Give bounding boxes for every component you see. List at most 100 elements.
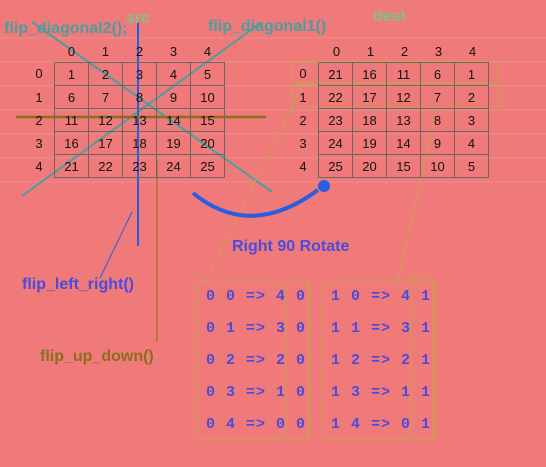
- rotate-label: Right 90 Rotate: [232, 238, 350, 255]
- src-label: src: [126, 10, 151, 27]
- dest-col-header: 4: [468, 44, 477, 59]
- dest-row-header: 0: [299, 66, 307, 81]
- dest-cell: 21: [318, 62, 353, 86]
- src-cell: 11: [54, 108, 89, 132]
- dest-cell: 25: [318, 154, 353, 178]
- flip-diagonal1-label: flip_diagonal1(): [208, 18, 327, 35]
- mapping-col-highlight-left: [285, 281, 309, 440]
- dest-col-header: 3: [434, 44, 443, 59]
- dest-cell: 18: [352, 108, 387, 132]
- dest-col-header: 1: [366, 44, 375, 59]
- dest-cell: 5: [454, 154, 489, 178]
- rotate-arrow-curve: [191, 188, 320, 218]
- mapping-left-item: 0 3 => 1 0: [206, 384, 307, 401]
- src-row-header: 0: [35, 66, 43, 81]
- src-cell: 15: [190, 108, 225, 132]
- dest-cell: 22: [318, 85, 353, 109]
- mapping-left-item: 0 4 => 0 0: [206, 416, 307, 433]
- dest-cell: 16: [352, 62, 387, 86]
- table-row: 16 17 18 19 20: [54, 131, 225, 155]
- src-cell: 6: [54, 85, 89, 109]
- src-cell: 4: [156, 62, 191, 86]
- dest-row-header: 2: [299, 113, 307, 128]
- mapping-box-left: [196, 281, 311, 440]
- dest-label: dest: [373, 8, 406, 25]
- dest-cell: 4: [454, 131, 489, 155]
- src-cell: 7: [88, 85, 123, 109]
- src-cell: 9: [156, 85, 191, 109]
- dest-cell: 8: [420, 108, 455, 132]
- flip-diagonal2-label: flip_diagonal2();: [4, 20, 128, 37]
- src-cell: 16: [54, 131, 89, 155]
- dest-row-header: 3: [299, 136, 307, 151]
- dest-cell: 11: [386, 62, 421, 86]
- src-cell: 10: [190, 85, 225, 109]
- src-cell: 14: [156, 108, 191, 132]
- mapping-right-item: 1 0 => 4 1: [331, 288, 432, 305]
- table-row: 23 18 13 8 3: [318, 108, 489, 132]
- src-row-header: 2: [35, 113, 43, 128]
- dest-cell: 12: [386, 85, 421, 109]
- table-row: 21 16 11 6 1: [318, 62, 489, 86]
- left-right-pointer-line: [99, 211, 133, 279]
- src-cell: 12: [88, 108, 123, 132]
- dest-cell: 2: [454, 85, 489, 109]
- src-row-header: 4: [35, 159, 43, 174]
- src-cell: 22: [88, 154, 123, 178]
- connector-left: [204, 84, 304, 283]
- table-row: 6 7 8 9 10: [54, 85, 225, 109]
- src-cell: 25: [190, 154, 225, 178]
- table-row: 22 17 12 7 2: [318, 85, 489, 109]
- mapping-left-item: 0 0 => 4 0: [206, 288, 307, 305]
- dest-cell: 3: [454, 108, 489, 132]
- flip-left-right-label: flip_left_right(): [22, 276, 134, 293]
- src-col-header: 4: [203, 44, 212, 59]
- dest-cell: 19: [352, 131, 387, 155]
- dest-cell: 14: [386, 131, 421, 155]
- mapping-right-item: 1 2 => 2 1: [331, 352, 432, 369]
- flip-up-down-label: flip_up_down(): [40, 348, 154, 365]
- rotate-arrow-head: [318, 180, 330, 192]
- dest-row-header: 1: [299, 90, 307, 105]
- src-col-header: 1: [101, 44, 110, 59]
- src-row-header: 1: [35, 90, 43, 105]
- src-cell: 1: [54, 62, 89, 86]
- mapping-left-item: 0 1 => 3 0: [206, 320, 307, 337]
- dest-cell: 24: [318, 131, 353, 155]
- src-row-header: 3: [35, 136, 43, 151]
- dest-cell: 7: [420, 85, 455, 109]
- table-row: 1 2 3 4 5: [54, 62, 225, 86]
- src-cell: 19: [156, 131, 191, 155]
- src-cell: 5: [190, 62, 225, 86]
- src-cell: 17: [88, 131, 123, 155]
- src-col-header: 3: [169, 44, 178, 59]
- mapping-col-highlight-right: [410, 275, 434, 440]
- dest-cell: 23: [318, 108, 353, 132]
- table-row: 25 20 15 10 5: [318, 154, 489, 178]
- src-cell: 3: [122, 62, 157, 86]
- src-col-header: 2: [135, 44, 144, 59]
- dest-cell: 6: [420, 62, 455, 86]
- src-col-header: 0: [67, 44, 76, 59]
- src-cell: 18: [122, 131, 157, 155]
- dest-grid: 21 16 11 6 1 22 17 12 7 2 23 18 13 8 3 2…: [318, 62, 489, 178]
- dest-cell: 17: [352, 85, 387, 109]
- mapping-right-item: 1 4 => 0 1: [331, 416, 432, 433]
- dest-cell: 1: [454, 62, 489, 86]
- src-grid: 1 2 3 4 5 6 7 8 9 10 11 12 13 14 15 16 1…: [54, 62, 225, 178]
- dest-col-header: 2: [400, 44, 409, 59]
- table-row: 21 22 23 24 25: [54, 154, 225, 178]
- table-row: 11 12 13 14 15: [54, 108, 225, 132]
- table-row: 24 19 14 9 4: [318, 131, 489, 155]
- mapping-right-item: 1 3 => 1 1: [331, 384, 432, 401]
- src-cell: 8: [122, 85, 157, 109]
- src-cell: 24: [156, 154, 191, 178]
- dest-cell: 15: [386, 154, 421, 178]
- dest-cell: 9: [420, 131, 455, 155]
- dest-row-header: 4: [299, 159, 307, 174]
- dest-cell: 20: [352, 154, 387, 178]
- dest-cell: 13: [386, 108, 421, 132]
- src-cell: 2: [88, 62, 123, 86]
- dest-col-header: 0: [332, 44, 341, 59]
- src-cell: 23: [122, 154, 157, 178]
